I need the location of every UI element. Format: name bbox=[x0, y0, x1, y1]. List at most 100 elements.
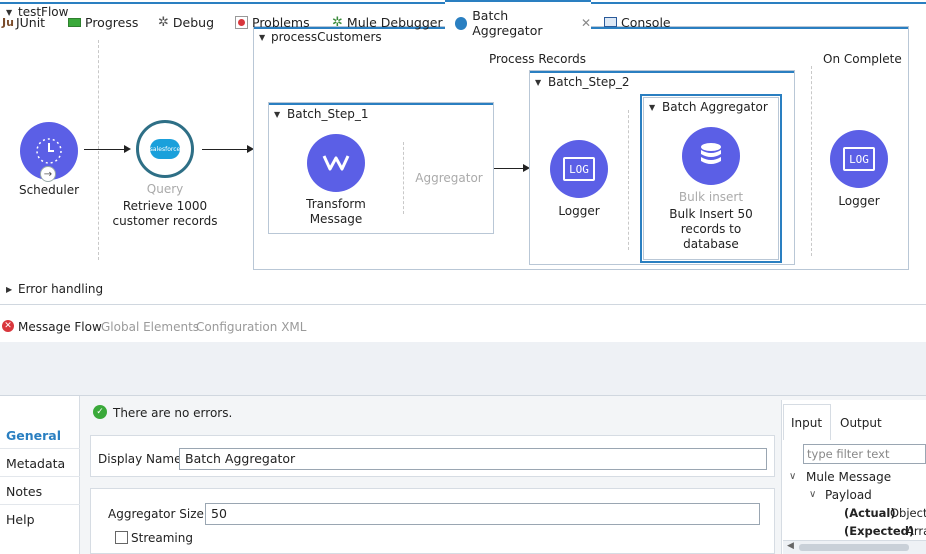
source-divider bbox=[98, 40, 99, 260]
console-icon bbox=[604, 17, 617, 27]
transform-label-line2: Message bbox=[309, 212, 363, 226]
expected-label: (Expected) bbox=[844, 524, 915, 538]
flow-arrow bbox=[84, 149, 124, 150]
tab-progress[interactable]: Progress bbox=[68, 0, 138, 44]
tab-problems[interactable]: Problems bbox=[235, 0, 310, 44]
batch-step-1-box[interactable] bbox=[268, 102, 494, 234]
aggregator-size-label: Aggregator Size: bbox=[108, 507, 208, 521]
sidebar-separator bbox=[0, 476, 80, 477]
close-icon[interactable]: ✕ bbox=[580, 16, 591, 30]
tab-output[interactable]: Output bbox=[840, 416, 882, 430]
aggregator-placeholder: Aggregator bbox=[415, 171, 483, 185]
views-bar bbox=[0, 352, 926, 396]
expected-value: Arra bbox=[906, 524, 926, 538]
step1-divider bbox=[403, 142, 404, 214]
tab-configuration-xml[interactable]: Configuration XML bbox=[196, 320, 307, 334]
query-label-line1: Retrieve 1000 bbox=[122, 199, 208, 213]
tab-console[interactable]: Console bbox=[604, 0, 671, 44]
sidebar-item-metadata[interactable]: Metadata bbox=[6, 456, 66, 471]
log-text: LOG bbox=[849, 152, 869, 166]
spacer bbox=[0, 342, 926, 352]
collapse-triangle-icon[interactable]: ▼ bbox=[6, 8, 13, 17]
log-text: LOG bbox=[569, 162, 589, 176]
batch-job-title: processCustomers bbox=[271, 30, 382, 44]
batch-aggregator-tab-icon bbox=[455, 16, 468, 30]
sidebar-separator bbox=[0, 504, 80, 505]
transform-message-icon[interactable] bbox=[307, 134, 365, 192]
error-handling-section[interactable]: Error handling bbox=[18, 282, 104, 296]
filter-input[interactable]: type filter text bbox=[803, 444, 926, 464]
expand-arrow-icon[interactable]: ∨ bbox=[789, 471, 797, 482]
scheduler-label: Scheduler bbox=[18, 183, 80, 197]
salesforce-cloud: salesforce bbox=[150, 139, 180, 159]
display-name-input[interactable]: Batch Aggregator bbox=[179, 448, 767, 470]
transform-label-line1: Transform bbox=[306, 197, 366, 211]
flow-arrow-head bbox=[247, 145, 254, 153]
tab-junit[interactable]: Ju JUnit bbox=[2, 14, 46, 30]
bulk-insert-kind-label: Bulk insert bbox=[678, 190, 744, 204]
sidebar-item-help[interactable]: Help bbox=[6, 512, 35, 527]
salesforce-icon[interactable]: salesforce bbox=[136, 120, 194, 178]
bulk-insert-label-line1: Bulk Insert 50 bbox=[669, 207, 753, 221]
display-name-label: Display Name: bbox=[98, 452, 186, 466]
error-icon: ✕ bbox=[2, 320, 14, 332]
logger-label: Logger bbox=[558, 204, 600, 218]
tab-message-flow[interactable]: Message Flow bbox=[18, 320, 102, 334]
on-complete-label: On Complete bbox=[823, 52, 902, 66]
on-complete-divider bbox=[811, 66, 812, 256]
flow-title: testFlow bbox=[18, 5, 69, 19]
progress-icon bbox=[68, 17, 81, 27]
tree-mule-message[interactable]: Mule Message bbox=[806, 470, 892, 484]
check-icon: ✓ bbox=[93, 405, 107, 419]
step2-divider bbox=[628, 110, 629, 250]
tab-batch-aggregator[interactable]: Batch Aggregator ✕ bbox=[445, 0, 591, 44]
batch-aggregator-title: Batch Aggregator bbox=[662, 100, 768, 114]
expand-triangle-icon[interactable]: ▶ bbox=[6, 285, 13, 294]
collapse-triangle-icon[interactable]: ▼ bbox=[535, 78, 542, 87]
tab-mule-debugger[interactable]: ✲ Mule Debugger bbox=[332, 14, 443, 30]
bug-icon: ✲ bbox=[158, 14, 169, 30]
problems-icon bbox=[235, 15, 248, 29]
streaming-label: Streaming bbox=[131, 531, 193, 545]
batch-step-1-title: Batch_Step_1 bbox=[287, 107, 369, 121]
tab-debug[interactable]: ✲ Debug bbox=[158, 14, 215, 30]
query-kind-label: Query bbox=[146, 182, 184, 196]
batch-step-2-title: Batch_Step_2 bbox=[548, 75, 630, 89]
flow-arrow-head bbox=[523, 164, 530, 172]
mule-debugger-icon: ✲ bbox=[332, 14, 343, 30]
properties-sidebar bbox=[0, 396, 80, 554]
process-records-label: Process Records bbox=[489, 52, 587, 66]
tab-input[interactable] bbox=[783, 404, 831, 440]
junit-icon: Ju bbox=[2, 15, 14, 29]
streaming-checkbox[interactable] bbox=[115, 531, 128, 544]
collapse-triangle-icon[interactable]: ▼ bbox=[274, 110, 281, 119]
flow-arrow bbox=[494, 168, 523, 169]
bulk-insert-label-line3: database bbox=[683, 237, 739, 251]
tab-input-label: Input bbox=[791, 416, 823, 430]
aggregator-size-input[interactable]: 50 bbox=[205, 503, 760, 525]
source-arrow-icon: → bbox=[40, 166, 56, 182]
flow-arrow-head bbox=[124, 145, 131, 153]
actual-label: (Actual) bbox=[844, 506, 896, 520]
sidebar-separator bbox=[0, 448, 80, 449]
collapse-triangle-icon[interactable]: ▼ bbox=[259, 33, 266, 42]
canvas-divider bbox=[0, 304, 926, 305]
query-label-line2: customer records bbox=[112, 214, 218, 228]
sidebar-item-general[interactable]: General bbox=[6, 428, 61, 443]
collapse-triangle-icon[interactable]: ▼ bbox=[649, 103, 656, 112]
on-complete-logger-label: Logger bbox=[838, 194, 880, 208]
bulk-insert-label-line2: records to bbox=[680, 222, 742, 236]
actual-value: Object bbox=[890, 506, 926, 520]
sidebar-item-notes[interactable]: Notes bbox=[6, 484, 43, 499]
expand-arrow-icon[interactable]: ∨ bbox=[809, 489, 817, 500]
tree-payload[interactable]: Payload bbox=[825, 488, 872, 502]
tab-global-elements[interactable]: Global Elements bbox=[101, 320, 200, 334]
status-message: There are no errors. bbox=[113, 406, 233, 420]
scroll-left-icon[interactable]: ◀ bbox=[787, 541, 794, 551]
database-icon[interactable] bbox=[682, 127, 740, 185]
logger-icon[interactable]: LOG bbox=[830, 130, 888, 188]
horizontal-scrollbar[interactable]: ◀ bbox=[783, 540, 926, 554]
flow-arrow bbox=[202, 149, 247, 150]
logger-icon[interactable]: LOG bbox=[550, 140, 608, 198]
scrollbar-thumb[interactable] bbox=[799, 544, 909, 551]
